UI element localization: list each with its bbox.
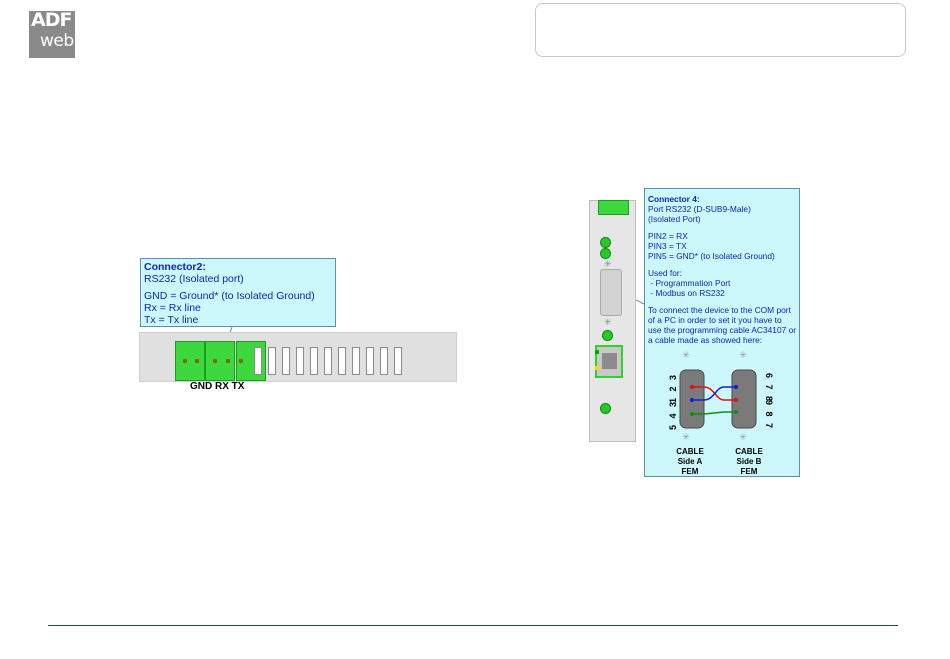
logo-text-web: web (40, 31, 74, 51)
connector4-line: PIN3 = TX (648, 241, 687, 251)
terminal-pin (226, 359, 230, 363)
connector4-line: of a PC in order to set it you have to (648, 315, 782, 325)
terminal-block (175, 341, 205, 381)
dsub-side-a: ✳ ✳ (679, 350, 705, 440)
status-led (600, 403, 611, 414)
connector4-line: - Modbus on RS232 (648, 288, 725, 298)
status-led (600, 248, 611, 259)
adfweb-logo: ADF web (29, 9, 75, 58)
svg-text:✳: ✳ (682, 350, 690, 360)
vent-slot (352, 347, 360, 375)
vent-slot (268, 347, 276, 375)
cable-side-b-label: CABLE Side B FEM (727, 447, 771, 477)
svg-text:✳: ✳ (739, 350, 747, 360)
connector2-line: GND = Ground* (to Isolated Ground) (144, 290, 315, 302)
connector4-line: PIN5 = GND* (to Isolated Ground) (648, 251, 775, 261)
cable-label-line: Side A (677, 457, 703, 466)
connector4-line: (Isolated Port) (648, 214, 701, 224)
pin-numbers-b-bottom: 9 8 7 (764, 400, 774, 431)
wire-green (692, 411, 736, 415)
pin-numbers-a-top: 1 2 3 (668, 373, 678, 404)
pin-numbers-b-top: 6 7 8 (764, 373, 774, 404)
connector2-pin-labels: GND RX TX (190, 381, 245, 392)
terminal-block (205, 341, 235, 381)
screw-icon: ✳ (604, 259, 612, 269)
header-box (535, 3, 906, 57)
dsub-side-b: ✳ ✳ (731, 350, 757, 440)
cable-label-line: FEM (740, 467, 758, 476)
device-side-strip (139, 332, 457, 382)
logo-text-adf: ADF (31, 9, 72, 31)
connector2-line: Tx = Tx line (144, 314, 199, 326)
connector4-callout: Connector 4: Port RS232 (D-SUB9-Male) (I… (644, 188, 800, 477)
screw-icon: ✳ (604, 317, 612, 327)
svg-text:✳: ✳ (739, 432, 747, 440)
device-front-panel: ✳ ✳ (589, 200, 636, 442)
top-terminal (598, 200, 629, 215)
cable-diagram: ✳ ✳ ✳ ✳ (679, 350, 757, 440)
pin-numbers-a-bottom: 5 4 3 (668, 400, 678, 431)
svg-text:✳: ✳ (682, 432, 690, 440)
cable-label-line: Side B (736, 457, 762, 466)
cable-side-a-label: CABLE Side A FEM (668, 447, 712, 477)
connector2-line: Rx = Rx line (144, 302, 201, 314)
footer-rule (48, 625, 898, 626)
vent-slot (254, 347, 262, 375)
cable-label-line: FEM (681, 467, 699, 476)
vent-slot (366, 347, 374, 375)
terminal-pin (213, 359, 217, 363)
connector4-line: - Programmation Port (648, 278, 731, 288)
terminal-pin (195, 359, 199, 363)
connector2-callout: Connector2: RS232 (Isolated port) GND = … (140, 258, 336, 327)
wire-blue (692, 386, 736, 401)
connector2-subtitle: RS232 (Isolated port) (144, 273, 244, 285)
dsub9-connector (600, 269, 622, 316)
ethernet-port (595, 345, 623, 378)
connector4-line: PIN2 = RX (648, 231, 688, 241)
connector4-line: Port RS232 (D-SUB9-Male) (648, 204, 751, 214)
vent-slot (394, 347, 402, 375)
connector4-line: a cable made as showed here: (648, 335, 763, 345)
status-led (602, 330, 613, 341)
status-led (600, 237, 611, 248)
connector4-title: Connector 4: (648, 194, 700, 204)
vent-slot (380, 347, 388, 375)
terminal-pin (183, 359, 187, 363)
vent-slot (296, 347, 304, 375)
vent-slot (310, 347, 318, 375)
connector4-line: use the programming cable AC34107 or (648, 325, 797, 335)
connector2-title: Connector2: (144, 261, 206, 273)
vent-slot (324, 347, 332, 375)
cable-label-line: CABLE (676, 447, 704, 456)
vent-slot (338, 347, 346, 375)
vent-slot (282, 347, 290, 375)
connector4-line: To connect the device to the COM port (648, 305, 791, 315)
connector4-line: Used for: (648, 268, 682, 278)
terminal-pin (239, 359, 243, 363)
cable-label-line: CABLE (735, 447, 763, 456)
